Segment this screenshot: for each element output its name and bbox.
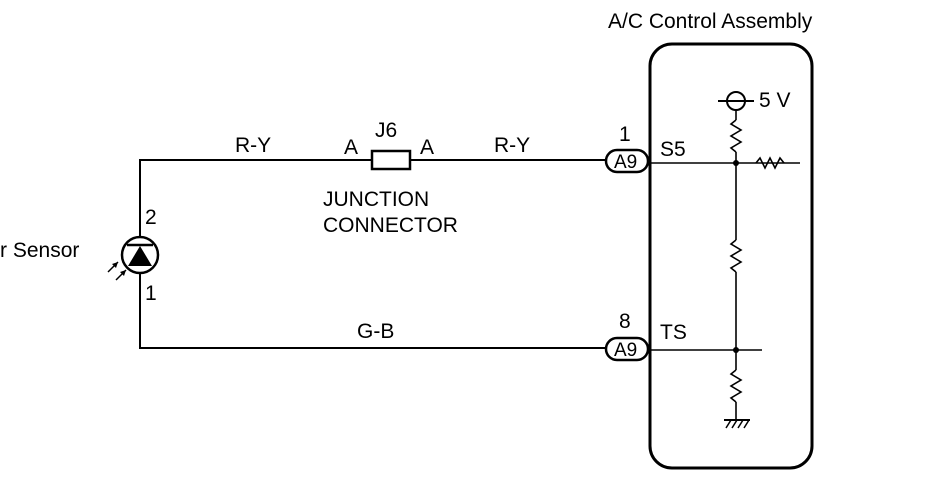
junction-right-pin: A bbox=[420, 136, 434, 159]
connector-a9-pin1-label: A9 bbox=[614, 152, 637, 173]
junction-name-line1: JUNCTION bbox=[323, 188, 429, 211]
sensor-pin-top: 2 bbox=[145, 206, 157, 229]
node-dot-s5 bbox=[733, 160, 739, 166]
supply-voltage: 5 V bbox=[759, 89, 791, 112]
wire-top-left-color: R-Y bbox=[235, 134, 271, 157]
pin8-number: 8 bbox=[619, 310, 631, 333]
assembly-title: A/C Control Assembly bbox=[608, 10, 813, 33]
connector-a9-pin1: A9 bbox=[604, 148, 650, 174]
sensor-pin-bottom: 1 bbox=[145, 282, 157, 305]
ac-control-assembly-box bbox=[648, 42, 814, 470]
signal-ts: TS bbox=[660, 321, 687, 344]
junction-id: J6 bbox=[375, 119, 397, 142]
resistor-horizontal bbox=[755, 156, 785, 170]
wire-bottom-color: G-B bbox=[357, 320, 394, 343]
wire-bottom bbox=[139, 284, 606, 349]
wire-top-left bbox=[139, 159, 372, 226]
sensor-label: r Sensor bbox=[0, 239, 79, 262]
resistor-pullup bbox=[729, 119, 743, 153]
junction-connector-symbol bbox=[370, 149, 412, 171]
wire-top-right-color: R-Y bbox=[494, 134, 530, 157]
ground-icon bbox=[724, 419, 750, 429]
pin1-number: 1 bbox=[619, 123, 631, 146]
connector-a9-pin8: A9 bbox=[604, 336, 650, 362]
supply-5v-icon bbox=[718, 91, 754, 111]
junction-left-pin: A bbox=[344, 136, 358, 159]
junction-name-line2: CONNECTOR bbox=[323, 214, 458, 237]
solar-sensor-icon bbox=[107, 226, 160, 284]
resistor-middle bbox=[729, 239, 743, 273]
connector-a9-pin8-label: A9 bbox=[614, 340, 637, 361]
node-dot-ts bbox=[733, 347, 739, 353]
signal-s5: S5 bbox=[660, 138, 686, 161]
resistor-bottom bbox=[729, 369, 743, 403]
